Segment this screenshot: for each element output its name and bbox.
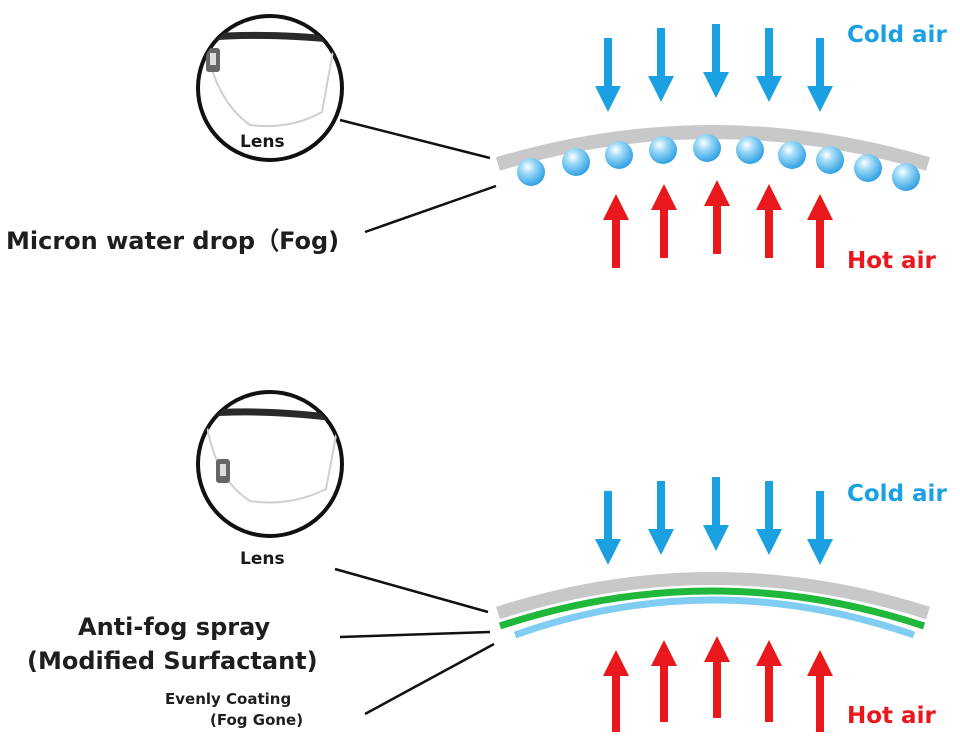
lens-label: Lens <box>240 132 285 152</box>
water-droplet-icon <box>778 141 806 169</box>
arrow-up-icon <box>651 640 677 722</box>
water-droplet-icon <box>736 136 764 164</box>
arrow-up-icon <box>651 184 677 258</box>
hot-air-label: Hot air <box>847 248 936 274</box>
arrow-up-icon <box>704 180 730 254</box>
hot-air-arrows <box>603 636 833 732</box>
fog-panel: Cold air Hot air Lens Micron water drop（… <box>6 14 947 274</box>
arrow-up-icon <box>807 194 833 268</box>
water-droplet-icon <box>816 146 844 174</box>
surfactant-label: (Modified Surfactant) <box>27 647 318 675</box>
water-droplet-icon <box>892 163 920 191</box>
lens-cross-section <box>496 572 930 620</box>
water-droplet-icon <box>693 134 721 162</box>
water-droplet-icon <box>649 136 677 164</box>
arrow-up-icon <box>704 636 730 718</box>
anti-fog-diagram <box>196 390 930 732</box>
water-film <box>513 596 916 639</box>
arrow-up-icon <box>603 650 629 732</box>
water-droplet-icons <box>517 134 920 191</box>
arrow-down-icon <box>756 28 782 102</box>
fog-gone-label: (Fog Gone) <box>210 711 304 729</box>
lens-label: Lens <box>240 549 285 569</box>
hot-air-label: Hot air <box>847 703 936 729</box>
arrow-up-icon <box>756 184 782 258</box>
evenly-coating-label: Evenly Coating <box>165 690 292 708</box>
water-droplet-icon <box>854 154 882 182</box>
arrow-down-icon <box>807 491 833 565</box>
water-droplet-icon <box>605 141 633 169</box>
anti-fog-label: Anti-fog spray <box>78 613 271 641</box>
leader-line <box>334 567 489 614</box>
cold-air-label: Cold air <box>847 481 947 507</box>
glasses-lens-icon <box>196 390 344 538</box>
arrow-down-icon <box>807 38 833 112</box>
fog-label: Micron water drop（Fog) <box>6 227 340 255</box>
cold-air-arrows <box>595 477 833 565</box>
hot-air-arrows <box>603 180 833 268</box>
anti-fog-panel: Cold air Hot air Lens Anti-fog spray (Mo… <box>0 369 960 738</box>
cold-air-arrows <box>595 24 833 112</box>
water-droplet-icon <box>517 158 545 186</box>
arrow-down-icon <box>703 24 729 98</box>
arrow-down-icon <box>595 491 621 565</box>
anti-fog-coating <box>498 587 926 630</box>
fog-diagram <box>196 14 930 268</box>
leader-line <box>364 642 495 716</box>
arrow-up-icon <box>807 650 833 732</box>
arrow-down-icon <box>756 481 782 555</box>
arrow-up-icon <box>603 194 629 268</box>
lens-cross-section <box>495 125 930 171</box>
arrow-down-icon <box>595 38 621 112</box>
leader-line <box>339 630 491 639</box>
arrow-up-icon <box>756 640 782 722</box>
leader-line <box>339 118 491 160</box>
cold-air-label: Cold air <box>847 22 947 48</box>
arrow-down-icon <box>648 28 674 102</box>
arrow-down-icon <box>703 477 729 551</box>
water-droplet-icon <box>562 148 590 176</box>
leader-line <box>364 184 497 234</box>
arrow-down-icon <box>648 481 674 555</box>
